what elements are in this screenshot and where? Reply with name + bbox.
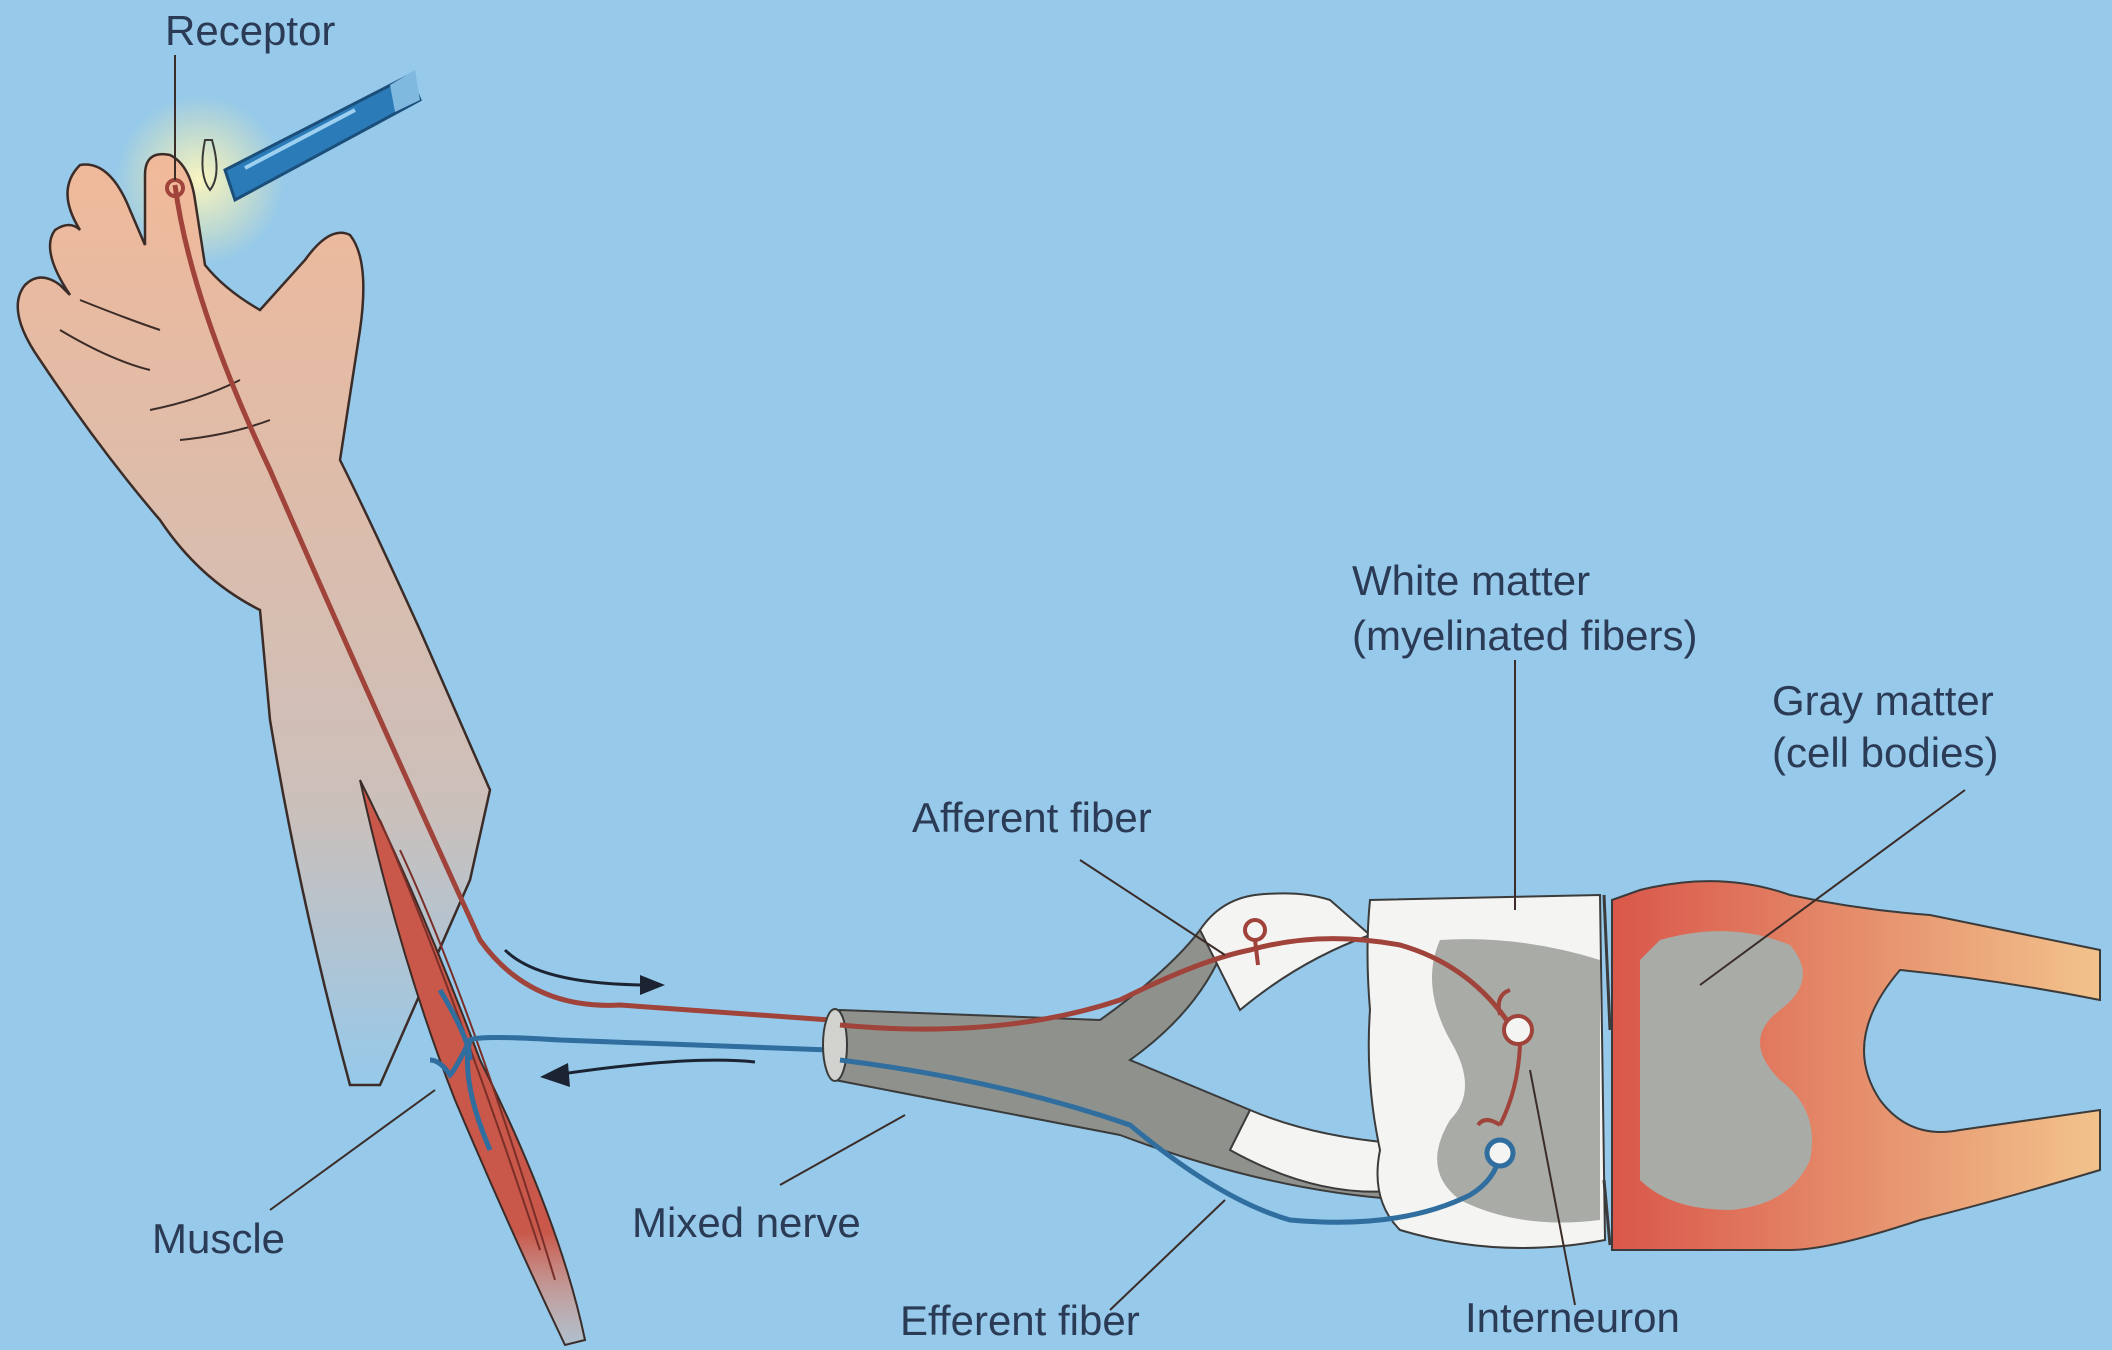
motor-neuron [1487, 1140, 1513, 1166]
label-efferent-fiber: Efferent fiber [900, 1297, 1140, 1344]
label-afferent-fiber: Afferent fiber [912, 794, 1152, 841]
label-mixed-nerve: Mixed nerve [632, 1199, 861, 1246]
dorsal-root-ganglion [1245, 920, 1265, 940]
label-muscle: Muscle [152, 1215, 285, 1262]
label-white-matter-sub: (myelinated fibers) [1352, 612, 1697, 659]
dorsal-root [1200, 893, 1370, 1010]
label-gray-matter: Gray matter [1772, 677, 1994, 724]
label-interneuron: Interneuron [1465, 1294, 1680, 1341]
label-white-matter: White matter [1352, 557, 1590, 604]
label-receptor: Receptor [165, 7, 335, 54]
efferent-arrow [540, 1060, 755, 1087]
label-gray-matter-sub: (cell bodies) [1772, 729, 1998, 776]
